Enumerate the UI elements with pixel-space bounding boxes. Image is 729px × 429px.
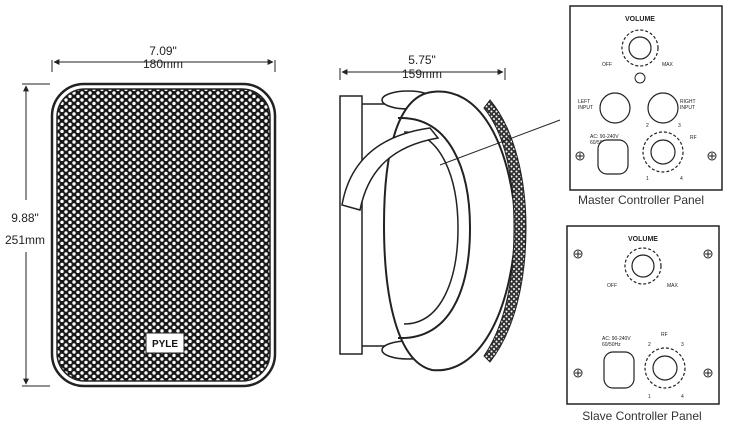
master-off-label: OFF <box>602 62 612 68</box>
slave-power-label-1: AC: 90-240V <box>602 336 631 342</box>
slave-controller-panel: VOLUME OFF MAX AC: 90-240V 60/50Hz RF 2 … <box>566 225 720 423</box>
slave-rf-dial <box>652 355 678 381</box>
slave-ch1-label: 1 <box>648 394 651 400</box>
depth-mm: 159mm <box>402 67 442 81</box>
slave-rf-dial-ring <box>644 347 686 389</box>
slave-screw-icons <box>573 249 713 378</box>
height-inches: 9.88" <box>11 211 39 225</box>
master-power-socket <box>597 139 629 175</box>
master-rf-dial <box>650 139 676 165</box>
width-mm: 180mm <box>143 57 183 71</box>
master-ch4-label: 4 <box>680 176 683 182</box>
master-left-input-jack <box>599 92 631 124</box>
master-left-input-label-2: INPUT <box>578 105 593 111</box>
master-rf-label: RF <box>690 135 697 141</box>
height-label-bg <box>0 205 50 247</box>
slave-max-label: MAX <box>667 283 679 289</box>
master-right-input-jack <box>647 92 679 124</box>
slave-volume-label: VOLUME <box>628 236 658 243</box>
master-indicator-led <box>634 72 646 84</box>
slave-ch3-label: 3 <box>681 342 684 348</box>
brand-logo-badge <box>145 332 185 354</box>
height-mm: 251mm <box>5 233 45 247</box>
master-max-label: MAX <box>662 62 674 68</box>
brand-logo: PYLE <box>152 339 178 350</box>
slave-volume-knob <box>631 254 655 278</box>
slave-rf-label: RF <box>661 332 668 338</box>
yoke-inner <box>403 131 459 325</box>
master-screw-icons <box>575 151 717 161</box>
bracket-swing-arm <box>341 127 440 211</box>
master-panel-caption: Master Controller Panel <box>578 193 704 207</box>
master-ch1-label: 1 <box>646 176 649 182</box>
depth-inches: 5.75" <box>408 53 436 67</box>
speaker-grille <box>56 88 271 382</box>
master-controller-panel: VOLUME OFF MAX LEFT INPUT RIGHT INPUT AC… <box>569 5 723 207</box>
master-volume-knob <box>628 36 652 60</box>
master-ch3-label: 3 <box>678 123 681 129</box>
slave-ch2-label: 2 <box>648 342 651 348</box>
slave-power-socket <box>603 351 635 389</box>
side-grille-edge <box>483 99 527 363</box>
yoke-outer <box>397 116 472 340</box>
slave-panel-caption: Slave Controller Panel <box>582 409 701 423</box>
slave-off-label: OFF <box>607 283 617 289</box>
slave-ch4-label: 4 <box>681 394 684 400</box>
master-right-input-label-1: RIGHT <box>680 99 696 105</box>
front-view: 7.09" 180mm 9.88" 251mm PYLE <box>0 44 277 388</box>
callout-leader-line <box>439 119 561 166</box>
master-left-input-label-1: LEFT <box>578 99 590 105</box>
master-ch2-label: 2 <box>646 123 649 129</box>
speaker-side-body <box>382 90 518 372</box>
width-inches: 7.09" <box>149 44 177 58</box>
master-right-input-label-2: INPUT <box>680 105 695 111</box>
wall-mount-plate <box>339 95 363 355</box>
slave-power-label-2: 60/50Hz <box>602 342 621 348</box>
master-rf-dial-ring <box>642 131 684 173</box>
side-view: 5.75" 159mm <box>339 53 561 372</box>
master-volume-label: VOLUME <box>625 16 655 23</box>
master-power-label-1: AC: 90-240V <box>590 134 619 140</box>
